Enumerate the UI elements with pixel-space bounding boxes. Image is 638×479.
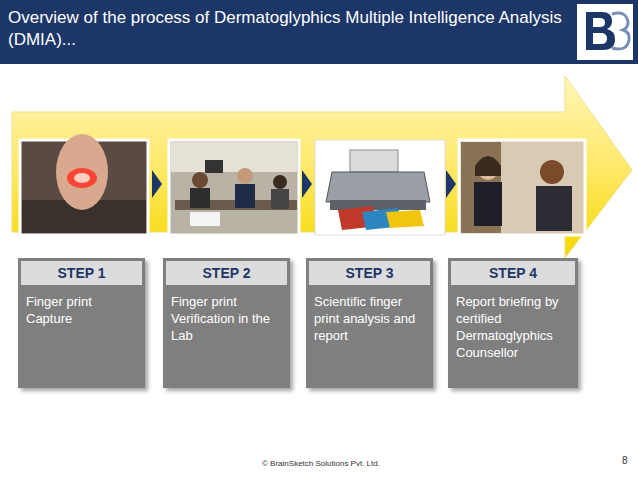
lab-photo [169,140,299,235]
printer-photo [315,140,445,235]
logo [577,4,633,60]
counselling-photo [459,140,585,235]
copyright-note: © BrainSketch Solutions Pvt. Ltd. [262,459,380,468]
step-heading: STEP 1 [21,261,142,285]
chevron [302,170,312,198]
fingerprint-photo [20,134,148,235]
step-heading: STEP 3 [309,261,430,285]
page-number: 8 [622,455,628,466]
process-arrow [12,76,632,258]
step-description: Report briefing by certified Dermatoglyp… [448,285,578,369]
slide-title: Overview of the process of Dermatoglyphi… [8,7,568,51]
process-box: STEP 4Report briefing by certified Derma… [448,258,578,388]
step-description: Scientific finger print analysis and rep… [306,285,433,352]
title-bar [0,0,638,64]
process-box: STEP 2Finger print Verification in the L… [163,258,290,388]
process-box: STEP 3Scientific finger print analysis a… [306,258,433,388]
step-heading: STEP 4 [451,261,575,285]
step-description: Finger print Capture [18,285,145,335]
process-box: STEP 1Finger print Capture [18,258,145,388]
step-description: Finger print Verification in the Lab [163,285,290,352]
chevron [446,170,456,198]
chevron [152,170,162,198]
step-heading: STEP 2 [166,261,287,285]
